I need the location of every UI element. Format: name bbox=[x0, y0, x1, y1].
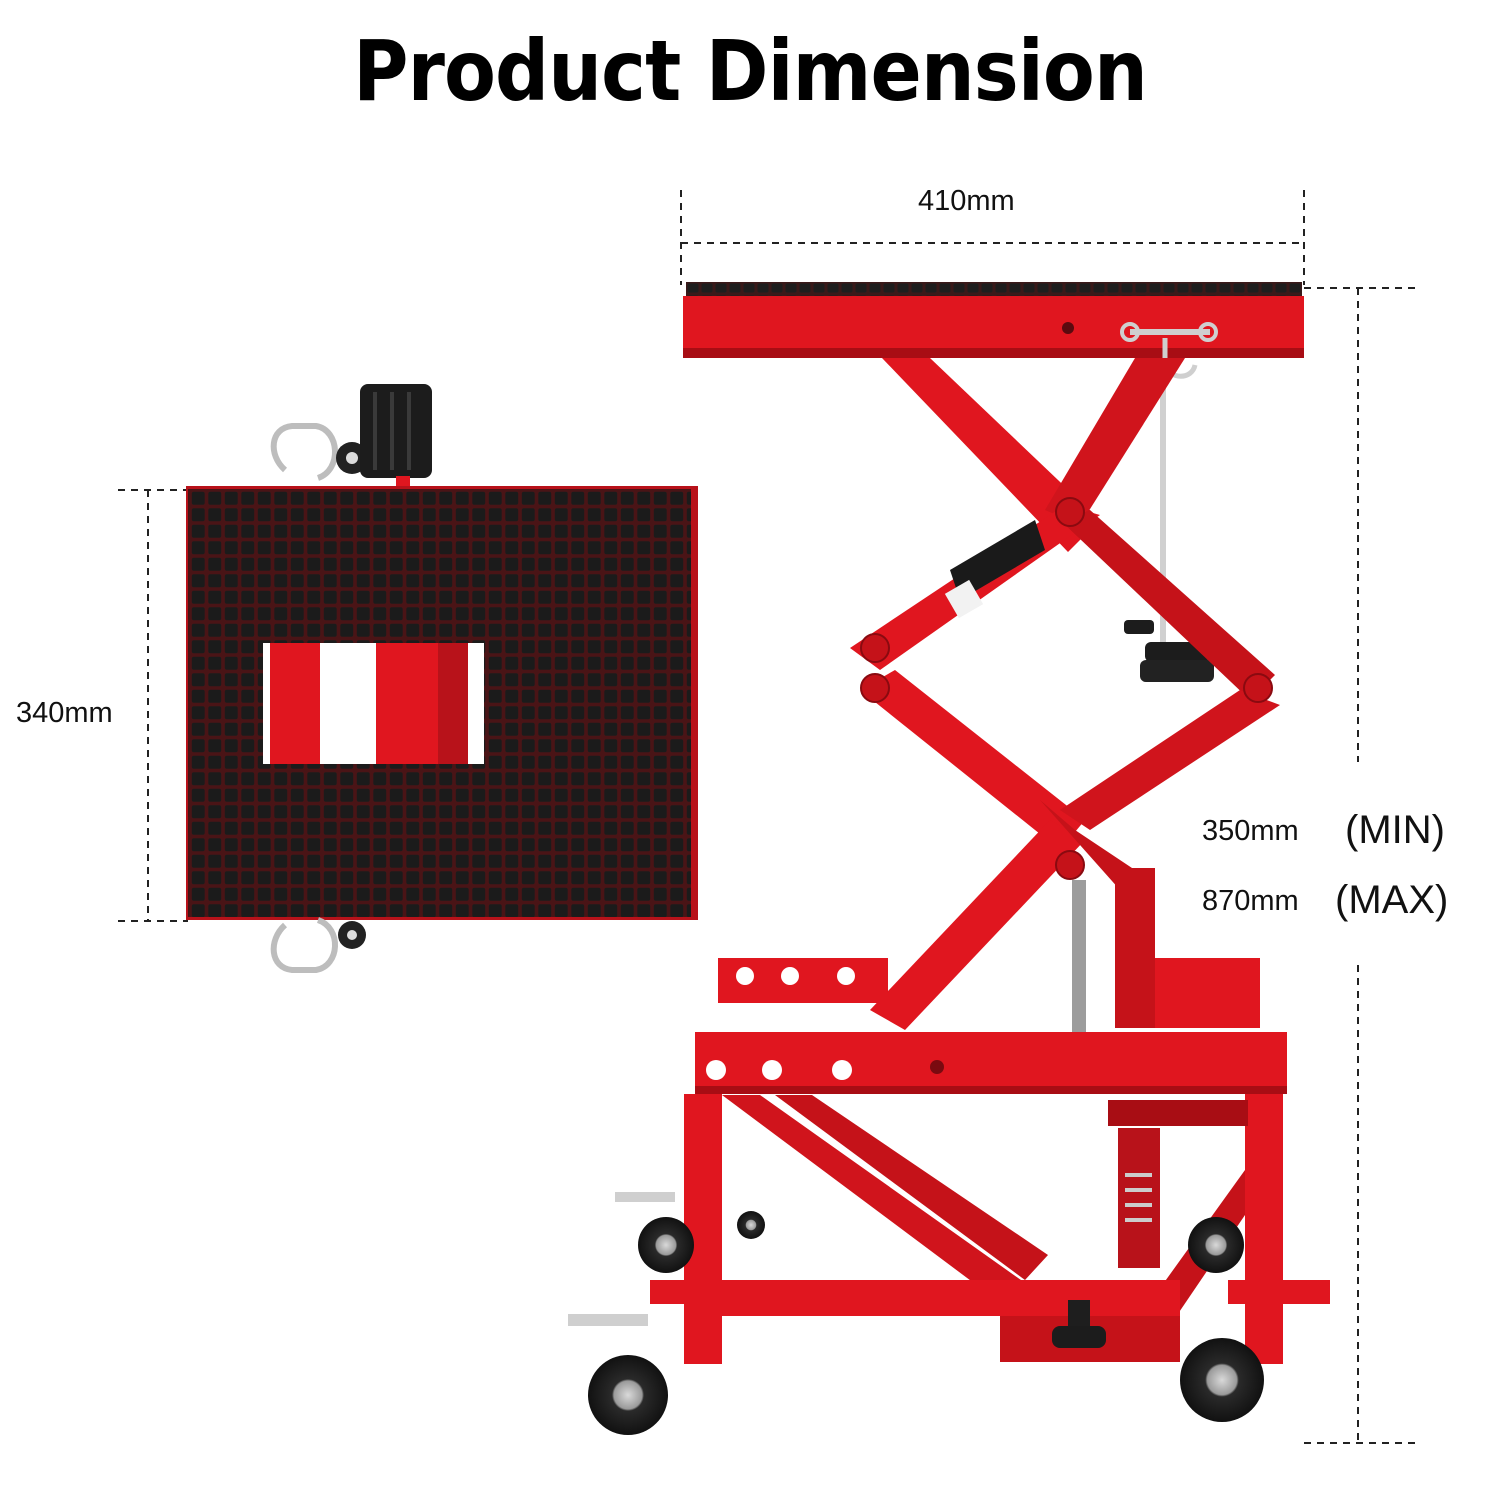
top-view-platform bbox=[186, 384, 698, 973]
page-title: Product Dimension bbox=[353, 22, 1148, 120]
height-min-value-label: 350mm bbox=[1202, 815, 1299, 847]
height-max-value-label: 870mm bbox=[1202, 885, 1299, 917]
depth-dimension-lines bbox=[118, 489, 188, 922]
caster-front-right bbox=[1180, 1217, 1330, 1422]
width-dimension-label: 410mm bbox=[918, 185, 1015, 217]
height-min-tag-label: (MIN) bbox=[1345, 808, 1445, 852]
height-dimension-lines bbox=[1304, 287, 1416, 1444]
caster-front-left bbox=[568, 1217, 740, 1435]
width-dimension-lines bbox=[680, 190, 1305, 285]
caster-rear-left bbox=[615, 1192, 765, 1239]
height-max-tag-label: (MAX) bbox=[1335, 878, 1449, 922]
depth-dimension-label: 340mm bbox=[16, 697, 113, 729]
side-view-lift bbox=[568, 282, 1330, 1435]
